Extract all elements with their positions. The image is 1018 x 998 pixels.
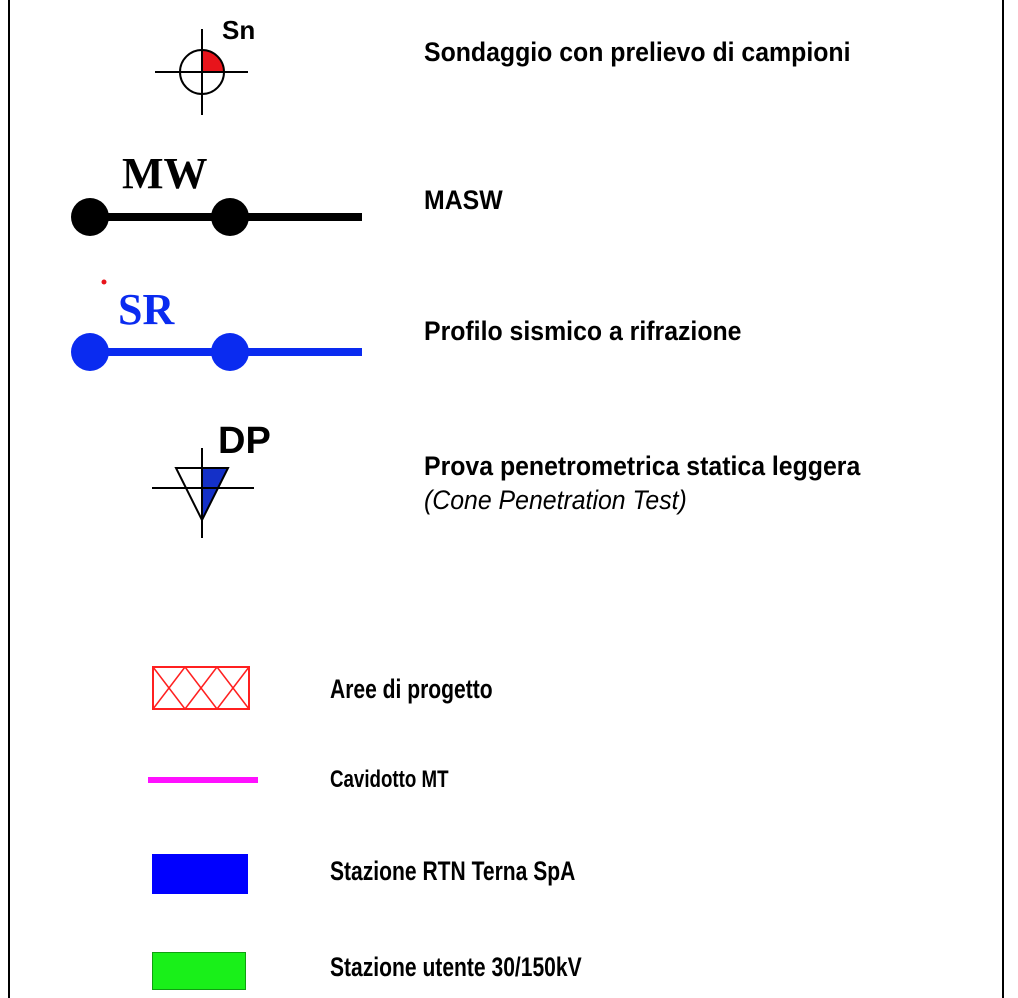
left-border (8, 0, 10, 998)
seismic-label: Profilo sismico a rifrazione (424, 316, 742, 346)
masw-code: MW (122, 149, 208, 198)
cone-test-symbol-icon (152, 448, 254, 538)
right-border (1002, 0, 1004, 998)
terna-station-label: Stazione RTN Terna SpA (330, 856, 576, 886)
seismic-line-icon (71, 333, 362, 371)
project-area-label: Aree di progetto (330, 674, 493, 704)
project-area-swatch (152, 666, 250, 710)
cable-line-swatch (148, 777, 258, 783)
borehole-code: Sn (222, 15, 256, 45)
user-station-swatch (152, 952, 246, 990)
cone-test-label: Prova penetrometrica statica leggera (424, 451, 861, 481)
masw-line-icon (71, 198, 362, 236)
masw-label: MASW (424, 185, 503, 215)
cone-test-sublabel: (Cone Penetration Test) (424, 485, 687, 515)
terna-station-swatch (152, 854, 248, 894)
cone-test-code: DP (218, 420, 271, 462)
cable-label: Cavidotto MT (330, 766, 449, 793)
borehole-label: Sondaggio con prelievo di campioni (424, 37, 851, 67)
borehole-symbol-icon (155, 29, 248, 115)
seismic-code: SR (118, 285, 175, 334)
red-dot-mark-icon (101, 279, 107, 285)
user-station-label: Stazione utente 30/150kV (330, 952, 582, 982)
